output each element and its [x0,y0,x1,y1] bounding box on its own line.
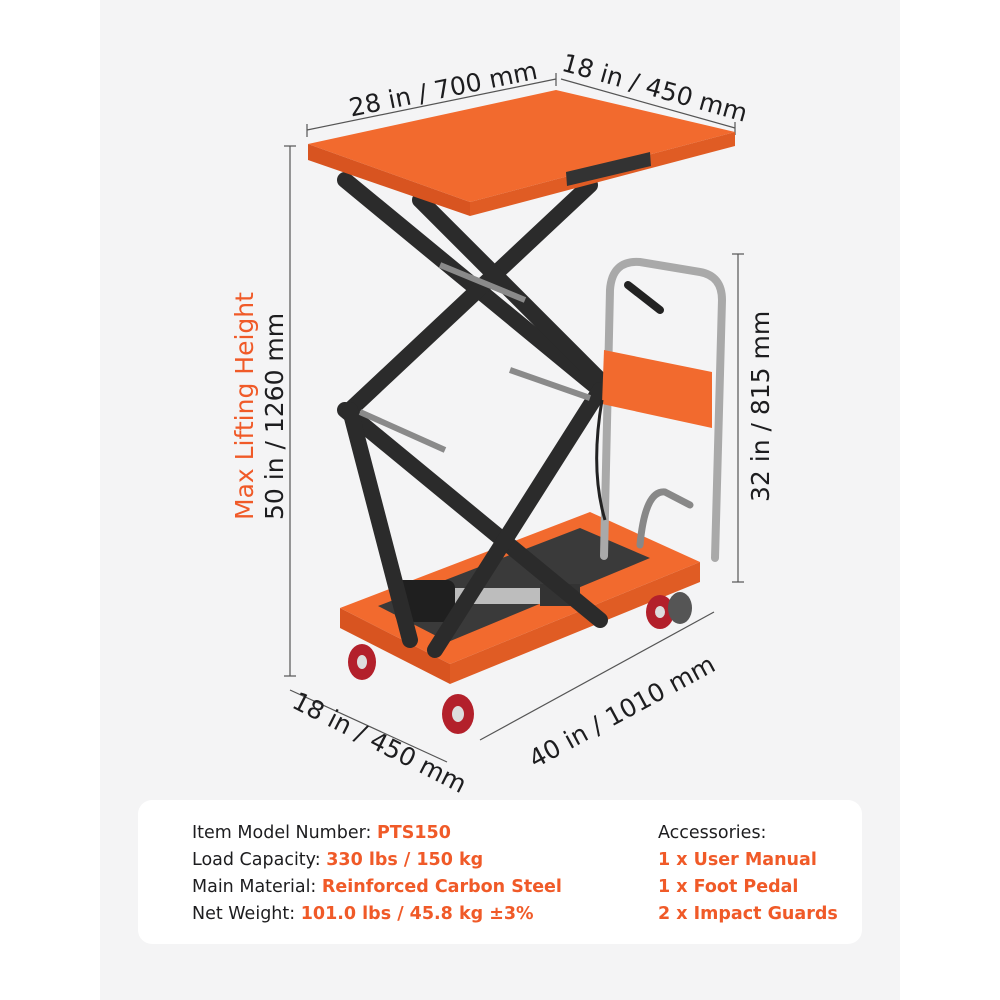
spec-row-capacity: Load Capacity: 330 lbs / 150 kg [192,850,484,870]
table-top [308,90,735,216]
foot-pedal [636,488,694,549]
spec-list: Item Model Number: PTS150 Load Capacity:… [192,820,562,928]
accessories-title: Accessories: [658,823,767,843]
cross-bars [358,262,591,453]
accessory-item: 1 x Foot Pedal [658,877,799,897]
height-title: Max Lifting Height [230,292,259,520]
push-handle [595,257,727,562]
lift-table-illustration [284,73,744,763]
height-value: 50 in / 1260 mm [259,312,289,520]
accessories-list: Accessories: 1 x User Manual 1 x Foot Pe… [658,820,838,928]
spec-card: Item Model Number: PTS150 Load Capacity:… [138,800,862,944]
spec-row-model: Item Model Number: PTS150 [192,823,451,843]
handle-height-label: 32 in / 815 mm [746,310,775,502]
dimension-lines [284,73,744,763]
accessory-item: 1 x User Manual [658,850,817,870]
accessory-item: 2 x Impact Guards [658,904,838,924]
scissor-arms [337,172,618,658]
max-lifting-height-label: Max Lifting Height 50 in / 1260 mm [230,292,289,520]
spec-row-material: Main Material: Reinforced Carbon Steel [192,877,562,897]
caster-wheels [348,592,692,734]
warning-label [566,152,651,186]
spec-row-weight: Net Weight: 101.0 lbs / 45.8 kg ±3% [192,904,534,924]
